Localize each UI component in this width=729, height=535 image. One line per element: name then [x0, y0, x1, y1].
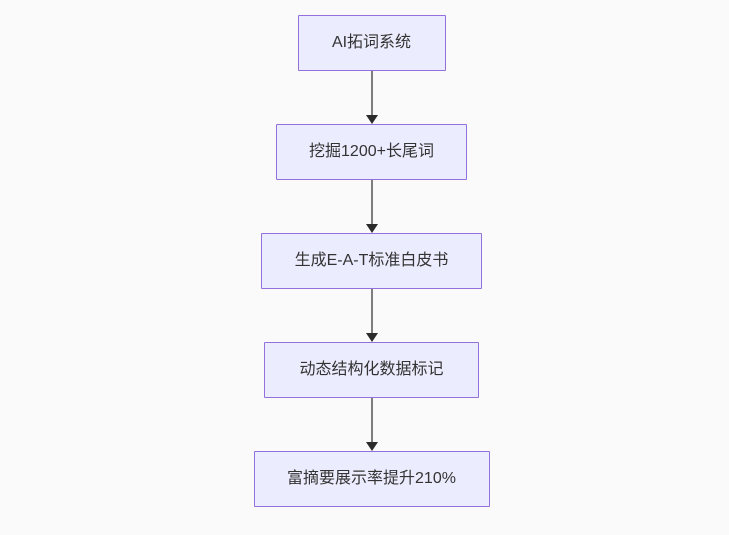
- flow-node-label: 富摘要展示率提升210%: [287, 470, 456, 487]
- flowchart: AI拓词系统 挖掘1200+长尾词 生成E-A-T标准白皮书 动态结构化数据标记: [7, 15, 729, 507]
- flow-node-label: 挖掘1200+长尾词: [309, 143, 434, 160]
- flow-node-label: AI拓词系统: [331, 34, 412, 51]
- flow-node-label: 生成E-A-T标准白皮书: [294, 252, 449, 269]
- flow-node-label: 动态结构化数据标记: [299, 361, 444, 378]
- edge-connector-2: [365, 180, 378, 233]
- arrow-down-icon: [365, 115, 378, 124]
- arrow-down-icon: [365, 224, 378, 233]
- flow-node-rich-snippet-rate: 富摘要展示率提升210%: [253, 451, 490, 507]
- edge-line: [370, 180, 373, 224]
- edge-connector-1: [365, 71, 378, 124]
- edge-connector-3: [365, 289, 378, 342]
- flow-node-structured-data: 动态结构化数据标记: [264, 342, 479, 398]
- flow-node-ai-word-system: AI拓词系统: [297, 15, 446, 71]
- edge-line: [370, 398, 373, 442]
- edge-connector-4: [365, 398, 378, 451]
- flow-node-longtail-words: 挖掘1200+长尾词: [276, 124, 467, 180]
- edge-line: [370, 289, 373, 333]
- arrow-down-icon: [365, 442, 378, 451]
- edge-line: [370, 71, 373, 115]
- arrow-down-icon: [365, 333, 378, 342]
- flow-node-eat-whitepaper: 生成E-A-T标准白皮书: [261, 233, 482, 289]
